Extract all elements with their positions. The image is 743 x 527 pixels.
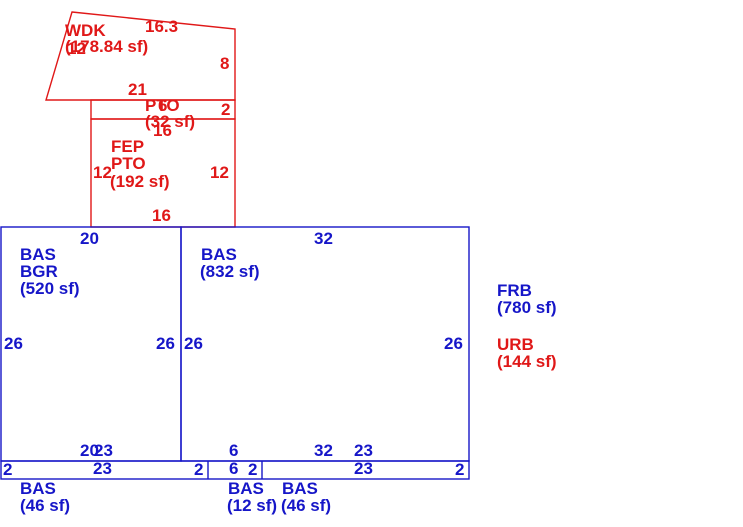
strip-dim-left-end: 2 [3,460,12,479]
bas-dim-right: 26 [444,334,463,353]
fep-code-2: PTO [111,154,146,173]
bas-area: (832 sf) [200,262,260,281]
bas-s3-area: (46 sf) [281,496,331,515]
bgr-code-2: BGR [20,262,58,281]
bgr-dim-left: 26 [4,334,23,353]
fep-code-1: FEP [111,137,144,156]
bas-code: BAS [201,245,237,264]
bas-s1-area: (46 sf) [20,496,70,515]
bas-dim-bottom-c: 23 [354,441,373,460]
frb-area: (780 sf) [497,298,557,317]
bgr-dim-bottom-a: 20 [80,441,99,460]
bgr-dim-top: 20 [80,229,99,248]
bas-s3-code: BAS [282,479,318,498]
main-labels: BAS BGR (520 sf) 20 26 26 20 23 BAS (832… [3,229,557,515]
main-building-layer [0,226,470,480]
wdk-dim-left: 12 [67,39,86,58]
strip-dim-right-end: 2 [455,460,464,479]
bgr-area: (520 sf) [20,279,80,298]
strip-dim-top-1: 23 [93,459,112,478]
fep-dim-left: 12 [93,163,112,182]
wdk-dim-bottom: 21 [128,80,147,99]
bas-strip-outline [0,460,470,480]
strip-dim-top-2: 6 [229,459,238,478]
fep-area: (192 sf) [110,172,170,191]
bas-dim-bottom-a: 6 [229,441,238,460]
bas-dim-top: 32 [314,229,333,248]
strip-dim-gap-1: 2 [194,460,203,479]
bgr-dim-bottom-b: 23 [94,441,113,460]
pto-area: (32 sf) [145,112,195,131]
frb-code: FRB [497,281,532,300]
wdk-area: (178.84 sf) [65,37,148,56]
strip-dim-gap-2: 2 [248,460,257,479]
strip-dim-top-3: 23 [354,459,373,478]
bas-dim-bottom-b: 32 [314,441,333,460]
bas-s2-code: BAS [228,479,264,498]
pto-dim-bottom: 16 [153,121,172,140]
fep-dim-right: 12 [210,163,229,182]
wdk-code: WDK [65,21,106,40]
bgr-code-1: BAS [20,245,56,264]
addition-labels: WDK (178.84 sf) 16.3 12 8 21 PTO 6 (32 s… [65,17,557,371]
pto-dim-right: 2 [221,100,230,119]
urb-area: (144 sf) [497,352,557,371]
pto-code: PTO [145,96,180,115]
bas-s2-area: (12 sf) [227,496,277,515]
wdk-dim-right: 8 [220,54,229,73]
urb-code: URB [497,335,534,354]
fep-dim-bottom: 16 [152,206,171,225]
bgr-dim-right: 26 [156,334,175,353]
pto-dim-top: 6 [158,96,167,115]
bas-s1-code: BAS [20,479,56,498]
bas-dim-left: 26 [184,334,203,353]
wdk-dim-top: 16.3 [145,17,178,36]
